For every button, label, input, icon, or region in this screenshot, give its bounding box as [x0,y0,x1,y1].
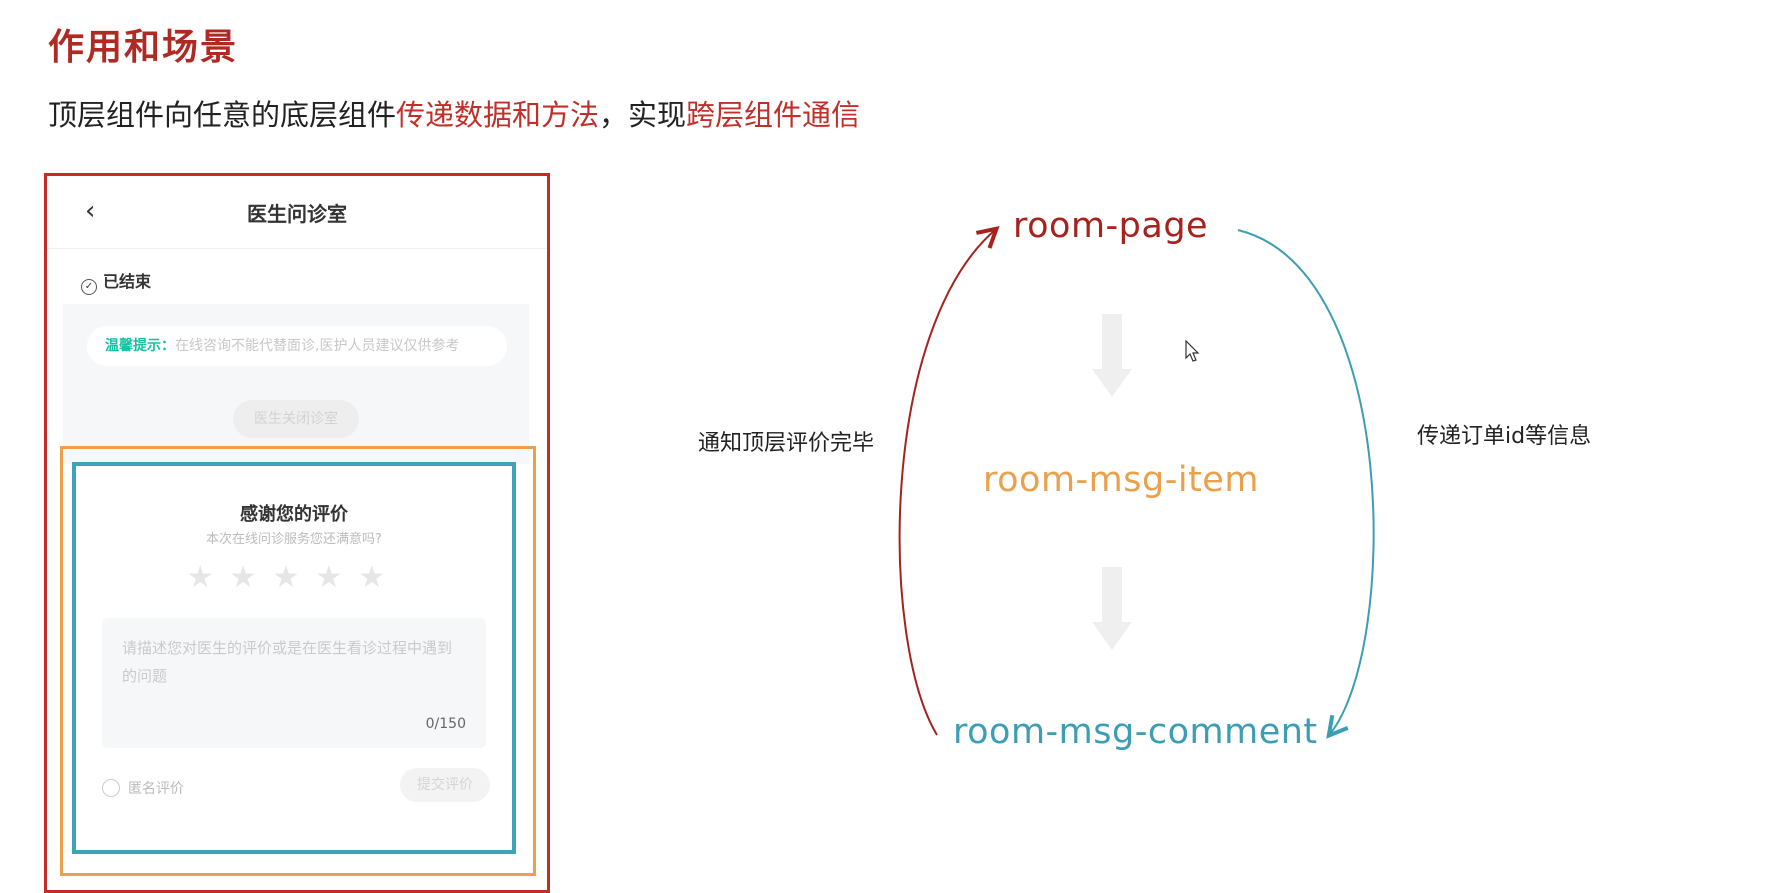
check-circle-icon: ✓ [81,279,97,295]
mouse-cursor-icon [1185,339,1200,362]
node-room-msg-item: room-msg-item [983,460,1259,500]
tip-label: 温馨提示： [105,338,175,354]
comment-title: 感谢您的评价 [240,504,348,525]
desc-text-1: 顶层组件向任意的底层组件 [48,98,397,132]
char-count: 0/150 [425,716,466,732]
tip-text: 在线咨询不能代替面诊,医护人员建议仅供参考 [175,338,460,354]
star-rating[interactable]: ★★★★★ [186,560,402,595]
comment-subtitle: 本次在线问诊服务您还满意吗? [206,532,382,547]
tip-banner: 温馨提示：在线咨询不能代替面诊,医护人员建议仅供参考 [87,326,507,366]
notify-top-curve [898,230,995,736]
status-label: 已结束 [103,272,152,291]
nav-bar: ‹ 医生问诊室 [47,176,547,249]
submit-comment-button[interactable]: 提交评价 [400,768,490,802]
desc-highlight-1: 传递数据和方法 [396,98,600,132]
down-arrow-2 [1092,567,1132,650]
pass-down-curve [1237,229,1375,734]
node-room-msg-comment: room-msg-comment [953,712,1318,752]
desc-text-2: ，实现 [599,98,687,132]
status-badge: ✓ 已结束 [81,268,151,295]
desc-highlight-2: 跨层组件通信 [686,98,861,132]
chevron-left-icon[interactable]: ‹ [85,196,96,226]
slide-title: 作用和场景 [48,27,239,68]
radio-icon[interactable] [102,779,120,797]
room-msg-comment-card: 感谢您的评价 本次在线问诊服务您还满意吗? ★★★★★ 请描述您对医生的评价或是… [72,462,516,854]
node-room-page: room-page [1013,206,1209,246]
anonymous-toggle[interactable]: 匿名评价 [102,778,184,798]
label-notify-top: 通知顶层评价完毕 [698,431,875,456]
close-room-button[interactable]: 医生关闭诊室 [233,400,359,438]
phone-mockup: ‹ 医生问诊室 ✓已结束 温馨提示：在线咨询不能代替面诊,医护人员建议仅供参考 … [44,173,550,893]
comment-placeholder: 请描述您对医生的评价或是在医生看诊过程中遇到的问题 [122,639,453,685]
nav-title: 医生问诊室 [247,202,347,226]
comment-textarea[interactable]: 请描述您对医生的评价或是在医生看诊过程中遇到的问题 0/150 [102,618,486,748]
slide-description: 顶层组件向任意的底层组件传递数据和方法，实现跨层组件通信 [48,92,860,134]
room-msg-item-highlight [60,446,536,876]
label-pass-data: 传递订单id等信息 [1417,424,1592,449]
down-arrow-1 [1092,314,1132,397]
anonymous-label: 匿名评价 [128,781,184,797]
